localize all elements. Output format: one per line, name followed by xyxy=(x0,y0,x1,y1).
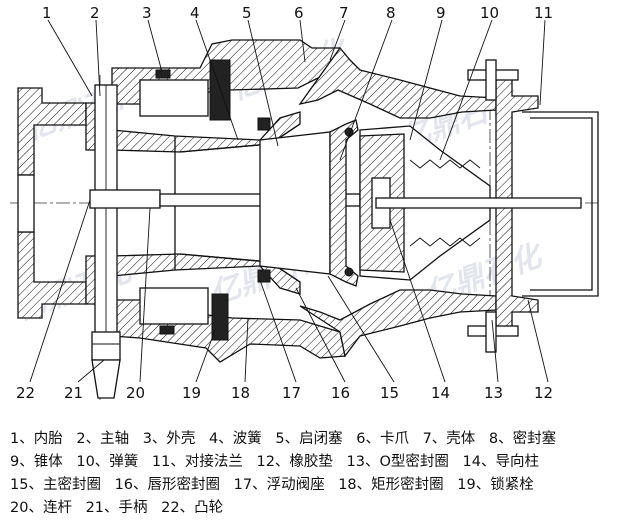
callout-leaders-bottom xyxy=(29,199,549,383)
legend-item: 12、橡胶垫 xyxy=(256,454,333,470)
seals xyxy=(155,69,354,335)
legend-item: 6、卡爪 xyxy=(356,431,409,447)
legend-item: 14、导向柱 xyxy=(462,454,539,470)
callout-leaders-top xyxy=(47,19,546,161)
callout-11: 11 xyxy=(534,4,553,22)
callout-2: 2 xyxy=(90,4,100,22)
callouts-bottom: 22 21 20 19 18 17 16 15 14 13 12 xyxy=(16,384,553,402)
callout-4: 4 xyxy=(190,4,200,22)
callout-15: 15 xyxy=(380,384,399,402)
legend-row: 15、主密封圈 16、唇形密封圈 17、浮动阀座 18、矩形密封圈 19、锁紧栓 xyxy=(10,474,625,497)
callout-7: 7 xyxy=(339,4,349,22)
callout-6: 6 xyxy=(294,4,304,22)
legend-item: 16、唇形密封圈 xyxy=(114,477,221,493)
callout-16: 16 xyxy=(331,384,350,402)
callout-19: 19 xyxy=(182,384,201,402)
legend-item: 4、波簧 xyxy=(209,431,262,447)
callout-9: 9 xyxy=(436,4,446,22)
callout-14: 14 xyxy=(431,384,450,402)
callout-13: 13 xyxy=(484,384,503,402)
callout-17: 17 xyxy=(282,384,301,402)
callout-20: 20 xyxy=(126,384,145,402)
main-shaft xyxy=(89,84,161,334)
callout-1: 1 xyxy=(42,4,52,22)
outer-housing xyxy=(111,39,346,363)
connecting-rod xyxy=(159,119,361,287)
legend-item: 5、启闭塞 xyxy=(275,431,343,447)
cone-and-spring xyxy=(359,125,582,281)
legend-item: 17、浮动阀座 xyxy=(233,477,325,493)
legend-row: 1、内胎 2、主轴 3、外壳 4、波簧 5、启闭塞 6、卡爪 7、壳体 8、密封… xyxy=(10,428,625,451)
legend-item: 10、弹簧 xyxy=(76,454,139,470)
valve-cross-section-drawing: 亿鼎石化 亿鼎石化 亿鼎石化 亿鼎石化 亿鼎石化 亿鼎石化 xyxy=(10,4,599,402)
legend-item: 9、锥体 xyxy=(10,454,63,470)
callout-3: 3 xyxy=(142,4,152,22)
legend-item: 8、密封塞 xyxy=(488,431,557,447)
legend-item: 3、外壳 xyxy=(142,431,196,447)
callout-18: 18 xyxy=(231,384,250,402)
legend-item: 7、壳体 xyxy=(422,431,476,447)
legend-item: 1、内胎 xyxy=(10,431,63,447)
handle xyxy=(91,331,121,399)
legend-item: 11、对接法兰 xyxy=(151,454,243,470)
callout-22: 22 xyxy=(16,384,35,402)
legend-row: 9、锥体 10、弹簧 11、对接法兰 12、橡胶垫 13、O型密封圈 14、导向… xyxy=(10,451,625,474)
callout-10: 10 xyxy=(480,4,499,22)
legend-item: 21、手柄 xyxy=(85,500,148,516)
legend-item: 22、凸轮 xyxy=(161,500,224,516)
parts-legend: 1、内胎 2、主轴 3、外壳 4、波簧 5、启闭塞 6、卡爪 7、壳体 8、密封… xyxy=(10,428,625,520)
callout-21: 21 xyxy=(64,384,83,402)
callouts-top: 1 2 3 4 5 6 7 8 9 10 11 xyxy=(42,4,553,22)
legend-item: 13、O型密封圈 xyxy=(346,454,449,470)
legend-item: 15、主密封圈 xyxy=(10,477,101,493)
legend-row: 20、连杆 21、手柄 22、凸轮 xyxy=(10,497,625,520)
legend-item: 18、矩形密封圈 xyxy=(338,477,444,493)
legend-item: 20、连杆 xyxy=(10,500,72,516)
left-flange xyxy=(17,87,87,319)
callout-12: 12 xyxy=(534,384,553,402)
legend-item: 19、锁紧栓 xyxy=(457,477,534,493)
callout-8: 8 xyxy=(386,4,396,22)
legend-item: 2、主轴 xyxy=(76,431,130,447)
callout-5: 5 xyxy=(242,4,252,22)
